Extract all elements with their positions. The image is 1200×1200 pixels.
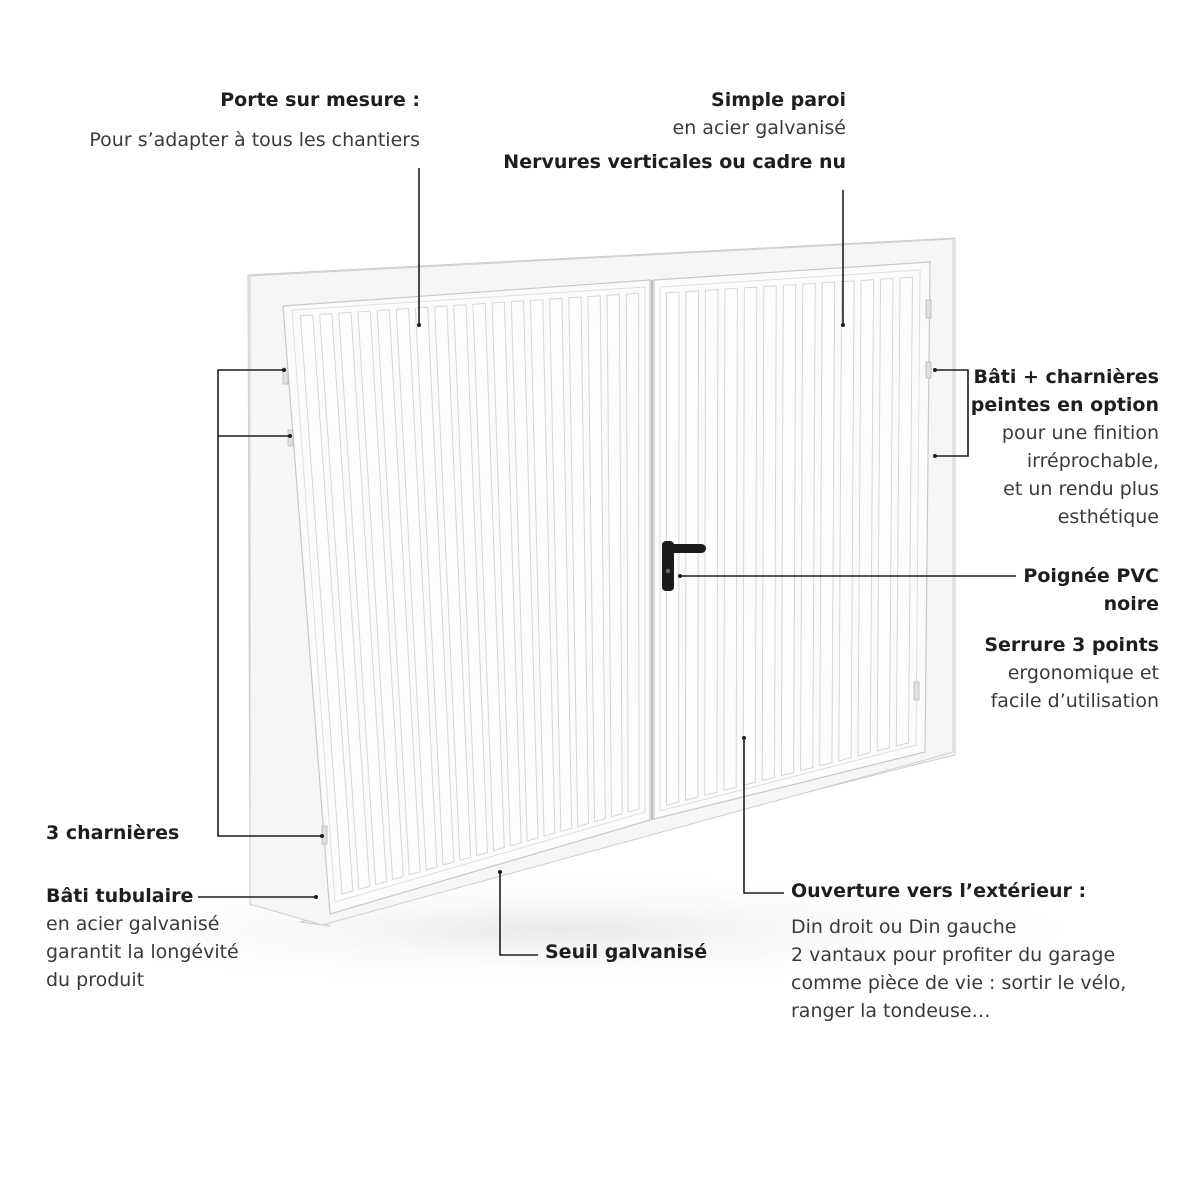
door-rib xyxy=(625,292,640,813)
leader-bati-option xyxy=(935,369,969,457)
door-inner-border-right xyxy=(659,269,921,812)
door-rib xyxy=(606,293,623,818)
label-simple-paroi: Simple paroi en acier galvanisé Nervures… xyxy=(503,86,846,176)
serrure-title: Serrure 3 points xyxy=(984,634,1159,656)
door-rib xyxy=(414,306,455,866)
ouverture-desc1: Din droit ou Din gauche xyxy=(791,916,1017,938)
ouverture-desc2: 2 vantaux pour profiter du garage xyxy=(791,944,1116,966)
door-rib xyxy=(376,309,421,876)
leader-dots xyxy=(282,323,937,899)
door-rib xyxy=(568,296,589,828)
serrure-desc2: facile d’utilisation xyxy=(990,690,1159,712)
hinge-right-bottom xyxy=(913,681,920,701)
bati-tubulaire-desc3: du produit xyxy=(46,969,145,991)
door-rib xyxy=(491,301,522,847)
label-seuil: Seuil galvanisé xyxy=(545,938,707,966)
door-inner-border xyxy=(291,286,646,903)
door-rib xyxy=(587,295,606,823)
door-rib xyxy=(780,284,797,777)
bati-option-desc2: irréprochable, xyxy=(1026,450,1159,472)
door-rib xyxy=(434,305,472,861)
door-rib xyxy=(529,299,556,837)
bati-option-title2: peintes en option xyxy=(970,394,1159,416)
porte-desc: Pour s’adapter à tous les chantiers xyxy=(89,129,420,151)
label-bati-tubulaire: Bâti tubulaire en acier galvanisé garant… xyxy=(46,882,239,994)
hinge-right-middle xyxy=(925,361,932,379)
label-bati-option: Bâti + charnières peintes en option pour… xyxy=(971,363,1159,531)
bati-option-desc1: pour une finition xyxy=(1001,422,1159,444)
ouverture-desc3: comme pièce de vie : sortir le vélo, xyxy=(791,972,1127,994)
paroi-title: Simple paroi xyxy=(711,89,846,111)
door-rib xyxy=(761,285,777,782)
leader-seuil xyxy=(499,872,538,956)
label-charnieres: 3 charnières xyxy=(46,819,179,847)
charnieres-title: 3 charnières xyxy=(46,822,180,844)
door-rib xyxy=(510,300,539,842)
door-rib xyxy=(299,314,354,895)
door-rib xyxy=(895,276,914,747)
door-rib xyxy=(838,280,855,762)
serrure-desc1: ergonomique et xyxy=(1007,662,1159,684)
door-rib xyxy=(876,277,894,752)
seuil-title: Seuil galvanisé xyxy=(545,941,708,963)
door-rib xyxy=(819,281,836,767)
door-rib xyxy=(319,313,371,890)
label-poignee: Poignée PVC noire xyxy=(1023,562,1159,618)
bati-tubulaire-title: Bâti tubulaire xyxy=(46,885,194,907)
label-porte-sur-mesure: Porte sur mesure : Pour s’adapter à tous… xyxy=(89,86,420,154)
paroi-desc: en acier galvanisé xyxy=(672,117,846,139)
leader-lines xyxy=(198,168,1016,956)
leader-ouverture xyxy=(743,738,784,894)
door-rib xyxy=(395,308,438,871)
poignee-title2: noire xyxy=(1103,593,1159,615)
door-rib xyxy=(357,310,404,881)
hinge-left-middle xyxy=(287,429,294,447)
hinge-left-top xyxy=(282,367,289,385)
door-vertical-ribs xyxy=(299,276,914,895)
door-rib xyxy=(704,288,719,796)
door-rib xyxy=(453,304,488,857)
ouverture-desc4: ranger la tondeuse… xyxy=(791,1000,991,1022)
bati-option-desc4: esthétique xyxy=(1057,506,1159,528)
door-handle xyxy=(662,541,706,591)
door-rib xyxy=(742,286,758,787)
door-rib xyxy=(472,302,505,852)
ouverture-title: Ouverture vers l’extérieur : xyxy=(791,880,1087,902)
paroi-title2: Nervures verticales ou cadre nu xyxy=(503,151,846,173)
door-rib xyxy=(723,287,738,791)
porte-title: Porte sur mesure : xyxy=(220,89,420,111)
bati-tubulaire-desc2: garantit la longévité xyxy=(46,941,239,963)
door-rib xyxy=(857,279,875,757)
door-rib xyxy=(549,297,573,832)
bati-option-desc3: et un rendu plus xyxy=(1003,478,1159,500)
leader-charnieres xyxy=(217,369,322,837)
bati-tubulaire-desc1: en acier galvanisé xyxy=(46,913,220,935)
bati-option-title1: Bâti + charnières xyxy=(973,366,1159,388)
label-ouverture: Ouverture vers l’extérieur : Din droit o… xyxy=(791,877,1126,1025)
door-rib xyxy=(800,282,816,772)
poignee-title1: Poignée PVC xyxy=(1023,565,1159,587)
hinge-right-top xyxy=(925,299,932,319)
label-serrure: Serrure 3 points ergonomique et facile d… xyxy=(984,631,1159,715)
door-rib xyxy=(338,311,387,886)
